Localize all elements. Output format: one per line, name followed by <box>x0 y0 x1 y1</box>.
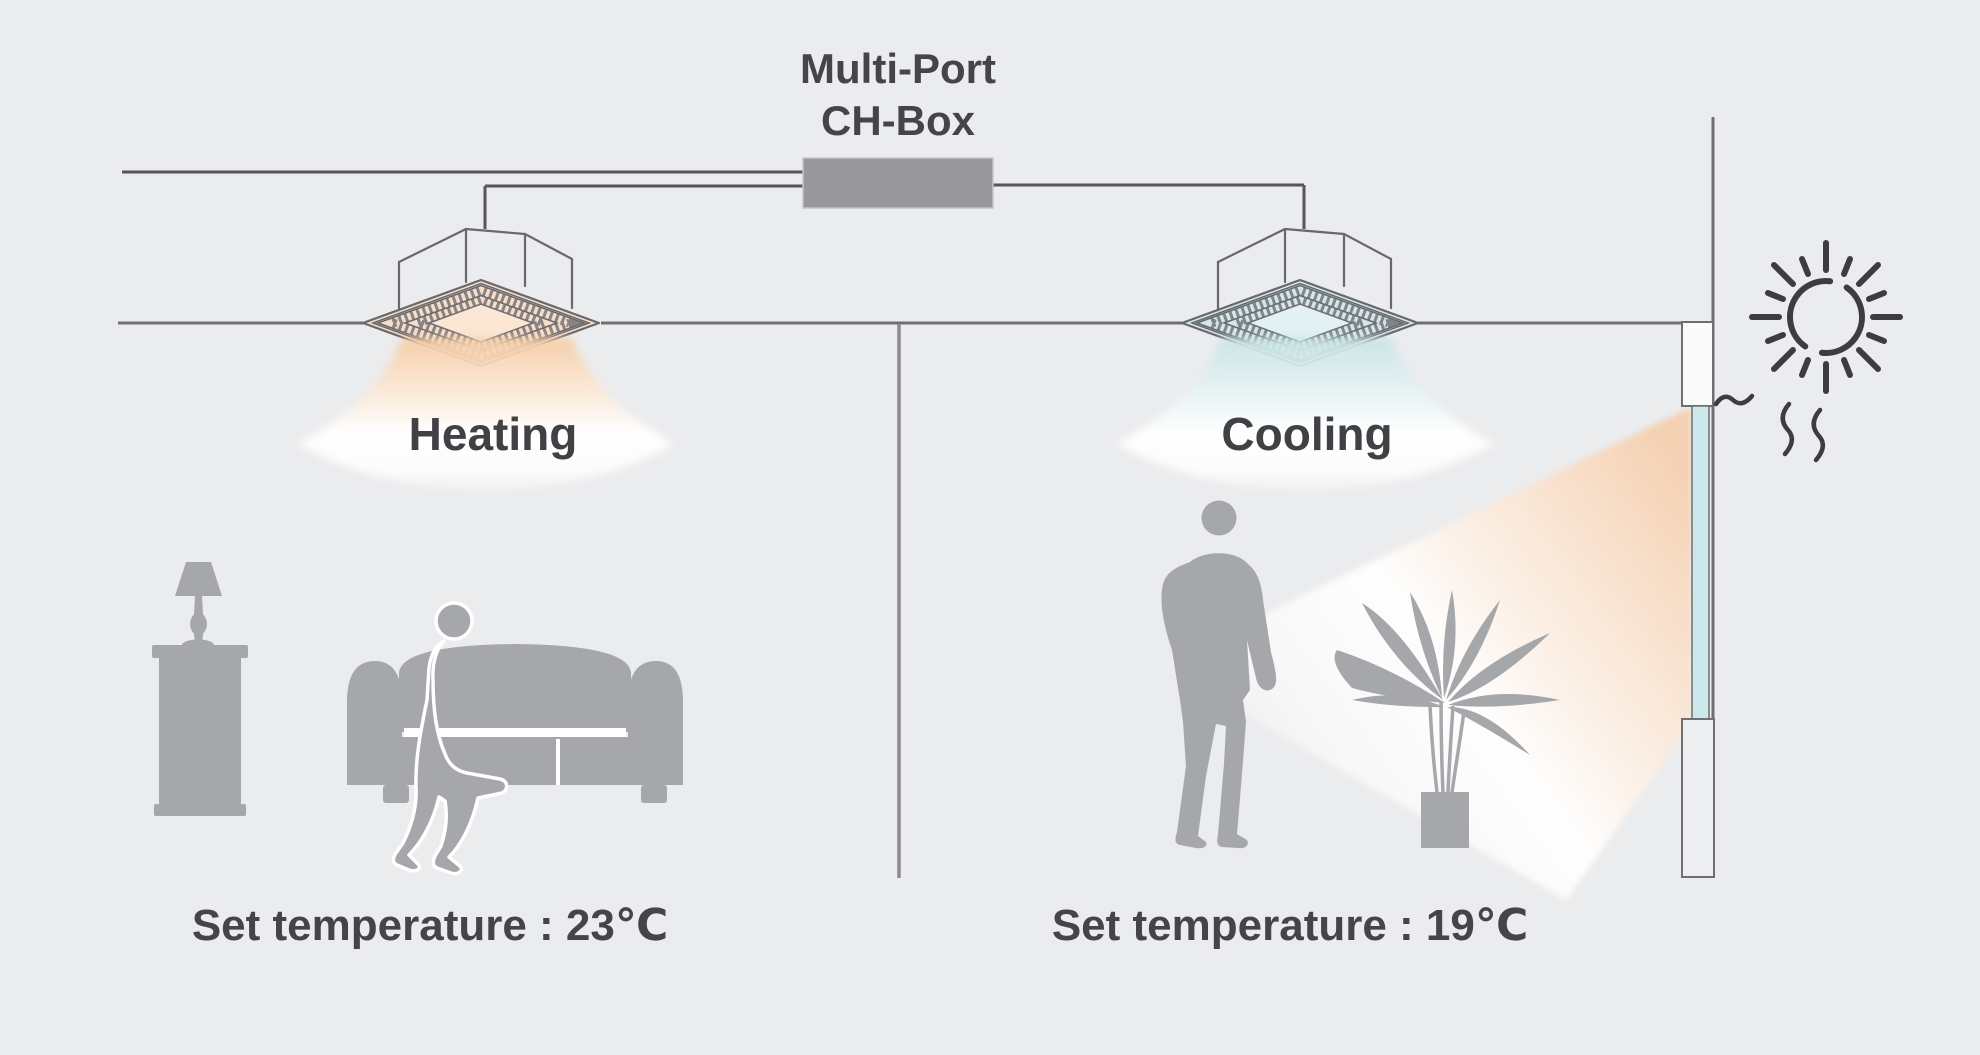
sun-rays <box>1749 240 1903 394</box>
faceplate-center-panel <box>1245 303 1355 343</box>
window-frame-bottom <box>1681 718 1715 878</box>
cooling-airflow <box>1117 338 1493 490</box>
heating-airflow <box>298 338 674 490</box>
sofa-base <box>352 737 680 785</box>
plant-fronds <box>1334 590 1560 755</box>
sofa-leg <box>641 785 667 803</box>
window-glass <box>1691 405 1710 720</box>
sofa-back <box>399 644 631 732</box>
standing-person-torso <box>1161 553 1277 700</box>
plant-stems <box>1428 700 1466 793</box>
heating-unit-plenum <box>397 227 574 313</box>
cabinet <box>152 645 248 816</box>
sofa-seat-gap <box>404 728 626 737</box>
standing-person <box>1161 500 1277 849</box>
sofa-arm-left <box>347 661 402 785</box>
cabinet-base <box>154 804 246 816</box>
chbox-title-line1: Multi-Port <box>800 45 996 92</box>
plenum-top-edges <box>1216 227 1393 264</box>
faceplate-grille-outer <box>1198 286 1402 360</box>
sun-icon <box>1749 240 1903 394</box>
right-room-furniture <box>1161 500 1560 849</box>
wall-and-window <box>1681 117 1715 878</box>
left-room-furniture <box>152 562 683 876</box>
cabinet-top <box>152 645 248 658</box>
faceplate-grille-outer <box>379 286 583 360</box>
seated-person <box>391 601 509 876</box>
cabinet-body <box>159 658 241 806</box>
seated-person-body <box>391 639 509 876</box>
heat-wave-icon <box>1713 393 1826 463</box>
plenum-top-edges <box>397 227 574 264</box>
seated-person-head <box>434 601 474 641</box>
sofa-arm-right <box>628 661 683 785</box>
potted-plant <box>1334 590 1560 848</box>
cooling-unit-plenum <box>1216 227 1393 313</box>
cooling-label: Cooling <box>1221 408 1392 460</box>
sofa-leg <box>383 785 409 803</box>
sofa-seam <box>556 739 560 785</box>
sun-disc <box>1787 278 1865 356</box>
standing-person-head <box>1201 500 1237 536</box>
cooling-set-temperature: Set temperature : 19℃ <box>1052 901 1528 950</box>
standing-person-legs <box>1175 700 1248 849</box>
window-frame-top <box>1681 321 1714 407</box>
ch-box <box>802 157 994 209</box>
chbox-title-line2: CH-Box <box>821 97 976 144</box>
lamp-shade <box>175 562 222 596</box>
plant-pot <box>1421 792 1469 848</box>
lamp-stem <box>190 596 207 644</box>
faceplate-center-panel <box>426 303 536 343</box>
heating-label: Heating <box>409 408 578 460</box>
heating-set-temperature: Set temperature : 23℃ <box>192 901 668 950</box>
sofa <box>347 644 683 803</box>
refrigerant-pipes <box>122 170 1306 229</box>
